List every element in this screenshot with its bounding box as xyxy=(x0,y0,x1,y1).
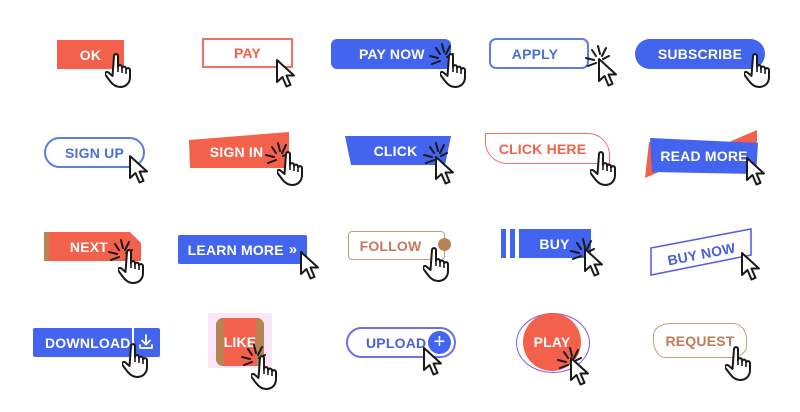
buy-now-label: BUY NOW xyxy=(666,239,737,269)
sign-up-button[interactable]: SIGN UP xyxy=(44,137,145,168)
click-here-button[interactable]: CLICK HERE xyxy=(485,133,610,164)
sign-up-label: SIGN UP xyxy=(65,144,124,161)
learn-more-button[interactable]: LEARN MORE » xyxy=(178,235,307,264)
sign-in-button[interactable]: SIGN IN xyxy=(189,136,290,168)
buy-stripe-1 xyxy=(501,229,506,258)
sign-in-label: SIGN IN xyxy=(209,144,264,160)
subscribe-label: SUBSCRIBE xyxy=(657,46,743,62)
arrow-pointer-icon xyxy=(597,57,621,89)
apply-label: APPLY xyxy=(511,45,559,62)
buy-stripe-3 xyxy=(519,229,524,258)
buy-stripe-2 xyxy=(510,229,515,258)
read-more-label: READ MORE xyxy=(660,148,748,164)
sign-in-shape[interactable] xyxy=(189,132,290,168)
plus-icon[interactable]: + xyxy=(428,331,451,354)
subscribe-button[interactable]: SUBSCRIBE xyxy=(635,39,765,69)
click-button[interactable]: CLICK xyxy=(345,136,452,165)
upload-label: UPLOAD xyxy=(366,334,427,351)
follow-button[interactable]: FOLLOW xyxy=(348,231,445,260)
follow-dot-icon xyxy=(438,238,451,251)
click-here-label: CLICK HERE xyxy=(498,140,587,157)
pay-button[interactable]: PAY xyxy=(202,38,293,68)
read-more-shape[interactable] xyxy=(650,138,760,174)
read-more-button[interactable]: READ MORE xyxy=(650,140,758,172)
buy-button[interactable]: BUY xyxy=(524,229,591,258)
request-button[interactable]: REQUEST xyxy=(653,323,747,358)
play-button[interactable]: PLAY xyxy=(523,313,581,371)
follow-label: FOLLOW xyxy=(359,237,422,254)
buy-label: BUY xyxy=(539,235,570,252)
apply-button[interactable]: APPLY xyxy=(489,38,589,69)
pay-now-label: PAY NOW xyxy=(359,46,425,62)
next-button[interactable]: NEXT xyxy=(44,232,134,261)
next-label: NEXT xyxy=(69,238,109,255)
like-button[interactable]: LIKE xyxy=(216,318,264,366)
pay-now-button[interactable]: PAY NOW xyxy=(331,39,451,69)
download-button[interactable]: DOWNLOAD xyxy=(33,328,160,357)
download-divider xyxy=(132,328,134,357)
click-label: CLICK xyxy=(373,142,418,159)
ok-button[interactable]: OK xyxy=(57,40,124,69)
ok-label: OK xyxy=(79,46,102,63)
request-label: REQUEST xyxy=(665,332,735,349)
double-chevron-right-icon: » xyxy=(288,241,298,258)
learn-more-label: LEARN MORE xyxy=(187,241,284,258)
download-label: DOWNLOAD xyxy=(45,334,131,351)
download-icon[interactable] xyxy=(138,334,154,350)
play-label: PLAY xyxy=(533,334,571,350)
upload-button[interactable]: UPLOAD xyxy=(346,327,456,358)
like-label: LIKE xyxy=(223,334,257,350)
pay-label: PAY xyxy=(233,45,262,61)
